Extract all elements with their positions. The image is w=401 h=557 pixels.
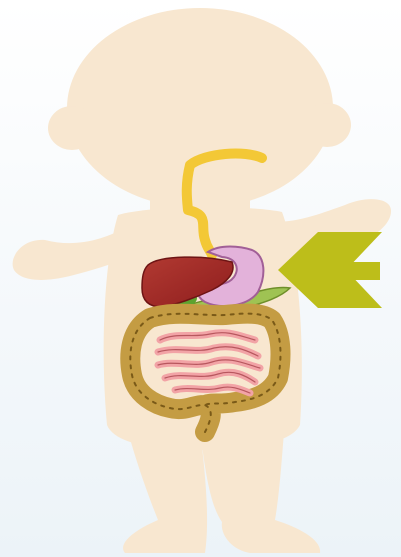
silhouette-head <box>67 8 333 208</box>
silhouette-ear-left <box>48 106 96 150</box>
silhouette-ear-right <box>303 103 351 147</box>
